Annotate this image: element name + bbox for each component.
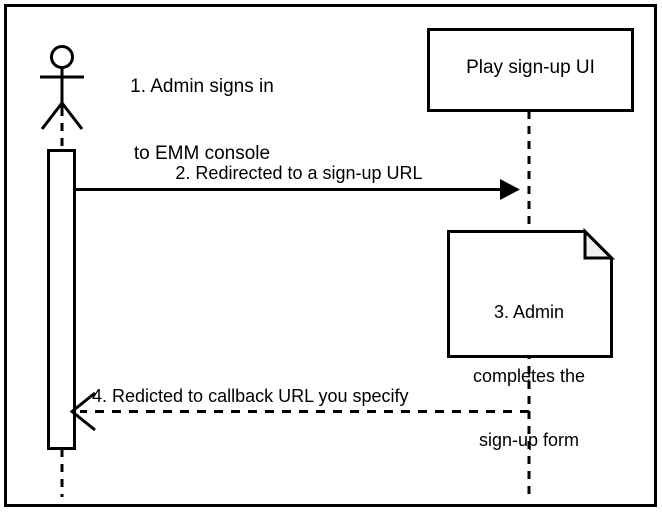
note-step-3-label: 3. Admin completes the sign-up form bbox=[449, 260, 609, 494]
note-line-1: 3. Admin bbox=[493, 302, 565, 323]
message-4-arrowhead-icon bbox=[69, 391, 96, 432]
message-2-arrowhead-icon bbox=[500, 179, 520, 200]
participant-box-play-signup-ui bbox=[427, 28, 634, 112]
note-line-3: sign-up form bbox=[478, 429, 580, 450]
step-1-line-1: 1. Admin signs in bbox=[130, 75, 274, 97]
note-step-3 bbox=[447, 227, 616, 358]
note-folded-corner-icon bbox=[583, 227, 616, 260]
step-1-annotation: 1. Admin signs in to EMM console bbox=[102, 31, 302, 210]
actor-activation-bar bbox=[47, 149, 76, 450]
message-2-label: 2. Redirected to a sign-up URL bbox=[175, 163, 423, 183]
message-4-label: 4. Redicted to callback URL you specify bbox=[92, 386, 409, 406]
participant-label-play-signup-ui: Play sign-up UI bbox=[466, 57, 595, 78]
stick-figure-actor-icon bbox=[40, 45, 84, 130]
note-line-2: completes the bbox=[472, 366, 586, 387]
step-1-line-2: to EMM console bbox=[133, 143, 271, 165]
note-body-shape bbox=[447, 230, 613, 358]
